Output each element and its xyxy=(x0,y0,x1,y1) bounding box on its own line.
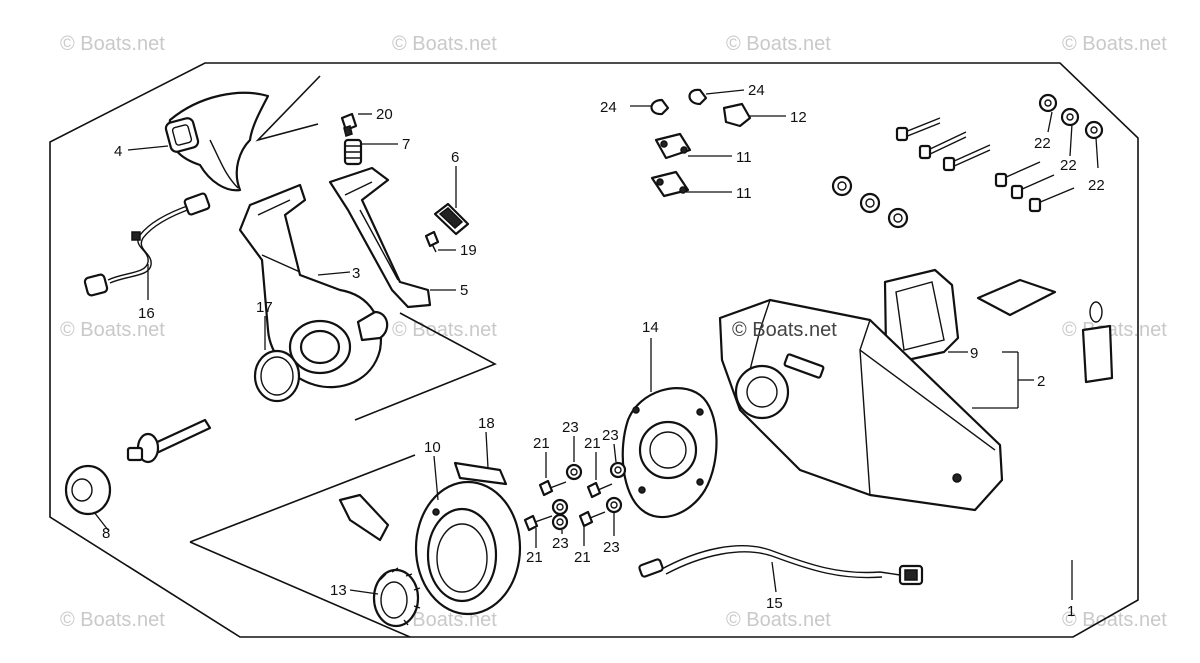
callout-23: 23 xyxy=(602,427,619,444)
subassembly-line xyxy=(354,312,497,421)
callout-24: 24 xyxy=(600,99,617,116)
watermark: © Boats.net xyxy=(60,609,165,631)
gasket-part xyxy=(883,268,1114,384)
callout-20: 20 xyxy=(376,106,393,123)
callout-19: 19 xyxy=(460,242,477,259)
control-box-part xyxy=(718,298,1004,512)
throttle-arm-part xyxy=(328,166,432,309)
callout-17: 17 xyxy=(256,299,273,316)
callout-7: 7 xyxy=(402,136,410,153)
wire-harness-part xyxy=(638,545,924,586)
callout-labels: 4 20 7 6 19 3 5 16 17 8 10 18 13 14 24 2… xyxy=(102,82,1105,620)
subassembly-line xyxy=(189,454,416,543)
control-lever-part xyxy=(238,183,389,389)
watermark: © Boats.net xyxy=(732,319,837,341)
bolts-part xyxy=(523,479,613,532)
callout-9: 9 xyxy=(970,345,978,362)
clip-screw-part xyxy=(424,202,470,253)
callout-1: 1 xyxy=(1067,603,1075,620)
callout-3: 3 xyxy=(352,265,360,282)
callout-10: 10 xyxy=(424,439,441,456)
callout-4: 4 xyxy=(114,143,122,160)
callout-21: 21 xyxy=(526,549,543,566)
callout-24: 24 xyxy=(748,82,765,99)
switch-harness-part xyxy=(83,192,211,297)
watermark: © Boats.net xyxy=(1062,33,1167,55)
callout-8: 8 xyxy=(102,525,110,542)
subassembly-line xyxy=(255,75,321,142)
callout-6: 6 xyxy=(451,149,459,166)
callout-22: 22 xyxy=(1034,135,1051,152)
shaft-part xyxy=(126,418,212,464)
watermark: © Boats.net xyxy=(1062,319,1167,341)
ratchet-part xyxy=(372,567,421,628)
watermark: © Boats.net xyxy=(60,33,165,55)
small-clips-part xyxy=(650,88,752,198)
callout-11: 11 xyxy=(736,149,752,166)
watermark: © Boats.net xyxy=(392,33,497,55)
screw-spring-part xyxy=(340,112,363,166)
subassembly-line xyxy=(189,541,411,638)
callout-15: 15 xyxy=(766,595,783,612)
o-ring-part xyxy=(253,349,301,403)
bracket-part xyxy=(338,493,390,542)
callout-18: 18 xyxy=(478,415,495,432)
cap-part xyxy=(64,464,112,516)
callout-16: 16 xyxy=(138,305,155,322)
callout-12: 12 xyxy=(790,109,807,126)
callout-13: 13 xyxy=(330,582,347,599)
callout-21: 21 xyxy=(574,549,591,566)
callout-14: 14 xyxy=(642,319,659,336)
callout-22: 22 xyxy=(1060,157,1077,174)
callout-23: 23 xyxy=(552,535,569,552)
watermark: © Boats.net xyxy=(726,33,831,55)
callout-21: 21 xyxy=(584,435,601,452)
callout-5: 5 xyxy=(460,282,468,299)
leader-lines xyxy=(93,89,1099,600)
callout-2: 2 xyxy=(1037,373,1045,390)
callout-23: 23 xyxy=(562,419,579,436)
grip-handle-part xyxy=(164,91,270,192)
notched-plate-part xyxy=(621,387,718,519)
nuts-part xyxy=(551,461,627,531)
plate-part xyxy=(453,461,508,486)
watermark: © Boats.net xyxy=(1062,609,1167,631)
callout-21: 21 xyxy=(533,435,550,452)
watermark: © Boats.net xyxy=(392,319,497,341)
callout-22: 22 xyxy=(1088,177,1105,194)
screws-washers-part xyxy=(831,93,1104,229)
callout-11: 11 xyxy=(736,185,752,202)
friction-drum-part xyxy=(414,480,522,616)
watermark: © Boats.net xyxy=(60,319,165,341)
callout-23: 23 xyxy=(603,539,620,556)
assembly-frame xyxy=(49,62,1139,638)
watermark: © Boats.net xyxy=(726,609,831,631)
